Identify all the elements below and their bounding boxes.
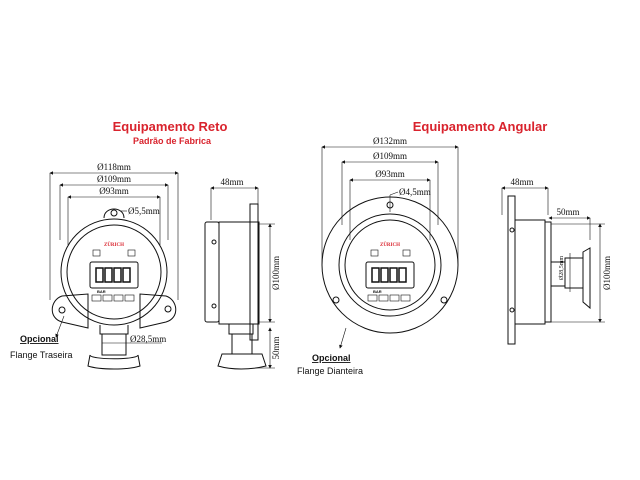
stem-body xyxy=(101,334,127,356)
lcd-digits xyxy=(95,267,131,283)
angular-side-view: 48mm 50mm Ø28,5mm Ø100mm xyxy=(501,177,612,345)
top-tab-hole xyxy=(110,209,118,217)
side-dim-48-angular: 48mm xyxy=(510,177,533,187)
gauge-inner-ring xyxy=(66,224,162,320)
optional-label-angular: Opcional xyxy=(312,353,351,363)
dim-118: Ø118mm xyxy=(97,162,131,172)
lcd-digits-angular xyxy=(371,267,407,283)
top-tab xyxy=(103,208,125,219)
flange-hole-left xyxy=(332,296,340,304)
gauge-outer-ring xyxy=(60,218,168,326)
optional-sub-angular: Flange Dianteira xyxy=(297,366,363,376)
dim-93: Ø93mm xyxy=(99,186,129,196)
side-dim-100-angular: Ø100mm xyxy=(602,256,612,290)
side-dim-50-angular: 50mm xyxy=(556,207,579,217)
straight-equipment-drawing: Equipamento Reto Padrão de Fabrica Ø118m… xyxy=(10,119,281,370)
brand-logo: ZÜRICH xyxy=(104,242,124,248)
flange-hole-right xyxy=(440,296,448,304)
dim-5-5: Ø5,5mm xyxy=(128,206,160,216)
straight-side-view: 48mm Ø100mm 50mm xyxy=(204,177,281,370)
ear-hole-left xyxy=(58,306,66,314)
front-flange-outer xyxy=(321,196,459,334)
optional-sub: Flange Traseira xyxy=(10,350,73,360)
stem xyxy=(99,325,129,335)
brand-logo-angular: ZÜRICH xyxy=(380,242,400,248)
straight-title: Equipamento Reto xyxy=(113,119,228,134)
angular-title: Equipamento Angular xyxy=(413,119,548,134)
lcd-display-angular xyxy=(365,261,415,289)
key-top-right xyxy=(127,249,136,257)
side-dim-48: 48mm xyxy=(220,177,243,187)
dim-109: Ø109mm xyxy=(97,174,131,184)
flange-hole-top xyxy=(386,201,394,209)
optional-label: Opcional xyxy=(20,334,59,344)
key-top-left xyxy=(92,249,101,257)
side-dim-50: 50mm xyxy=(271,336,281,359)
key-row xyxy=(91,294,135,302)
dim-93-angular: Ø93mm xyxy=(375,169,405,179)
side-dim-100: Ø100mm xyxy=(271,256,281,290)
gauge-inner-ring-angular xyxy=(344,219,436,311)
unit-label-angular: BAR xyxy=(373,289,382,294)
straight-subtitle: Padrão de Fabrica xyxy=(133,136,212,146)
right-flange-ear xyxy=(139,293,177,329)
angular-equipment-drawing: Equipamento Angular Ø132mm Ø109mm Ø93mm … xyxy=(297,119,612,376)
dim-28-5: Ø28,5mm xyxy=(130,334,166,344)
dim-4-5: Ø4,5mm xyxy=(399,187,431,197)
dim-132: Ø132mm xyxy=(373,136,407,146)
unit-label: BAR xyxy=(97,289,106,294)
key-row-angular xyxy=(367,294,411,302)
tri-clamp-ferrule xyxy=(87,354,141,370)
lcd-display xyxy=(89,261,139,289)
left-flange-ear xyxy=(51,293,89,329)
dim-109-angular: Ø109mm xyxy=(373,151,407,161)
gauge-outer-ring-angular xyxy=(338,213,442,317)
front-dimensions: Ø118mm Ø109mm Ø93mm Ø5,5mm xyxy=(49,162,179,300)
ear-hole-right xyxy=(164,305,172,313)
dim-28-5-angular: Ø28,5mm xyxy=(559,256,565,281)
